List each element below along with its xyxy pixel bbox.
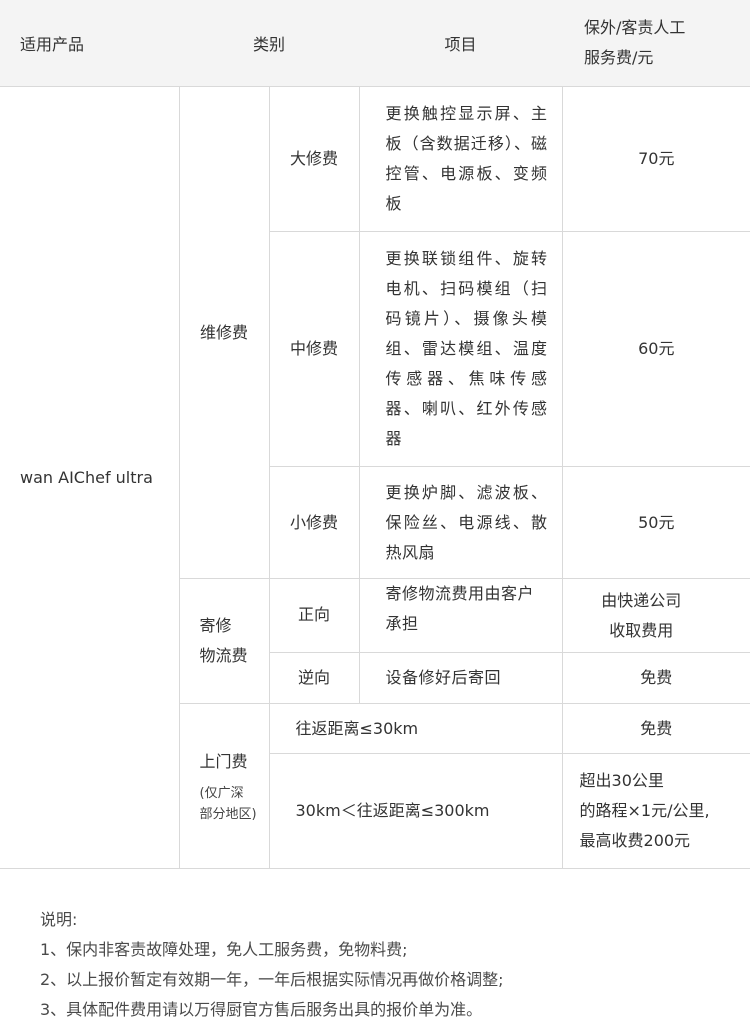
repair-level: 中修费: [268, 231, 360, 467]
header-category: 类别: [179, 0, 360, 87]
notes-line: 1、保内非客责故障处理，免人工服务费，免物料费;: [40, 940, 408, 959]
repair-item: 更换触控显示屏、主板（含数据迁移）、磁控管、电源板、变频板: [358, 86, 563, 232]
logistics-fee-line2: 收取费用: [609, 620, 674, 640]
repair-item: 更换联锁组件、旋转电机、扫码模组（扫码镜片）、摄像头模组、雷达模组、温度传感器、…: [358, 231, 563, 467]
header-product: 适用产品: [0, 0, 179, 87]
logistics-category: 寄修 物流费: [178, 578, 270, 704]
onsite-range: 往返距离≤30km: [268, 703, 563, 754]
logistics-direction: 正向: [268, 578, 360, 653]
repair-item: 更换炉脚、滤波板、保险丝、电源线、散热风扇: [358, 466, 563, 579]
notes-title: 说明:: [40, 910, 78, 929]
repair-fee: 50元: [561, 466, 750, 579]
repair-category: 维修费: [178, 86, 270, 579]
header-fee: 保外/客责人工 服务费/元: [562, 0, 750, 87]
table-row: 上门费 (仅广深 部分地区) 往返距离≤30km 免费: [0, 703, 750, 869]
table-header-row: 适用产品 类别 项目 保外/客责人工 服务费/元: [0, 0, 750, 87]
onsite-label: 上门费: [199, 752, 248, 771]
table-row: 30km＜往返距离≤300km 超出30公里 的路程×1元/公里, 最高收费20…: [0, 753, 750, 869]
repair-level: 小修费: [268, 466, 360, 579]
logistics-fee: 免费: [561, 652, 750, 704]
repair-fee: 70元: [561, 86, 750, 232]
product-name: wan AIChef ultra: [0, 86, 180, 869]
onsite-note: (仅广深 部分地区): [200, 783, 269, 825]
notes-line: 3、具体配件费用请以万得厨官方售后服务出具的报价单为准。: [40, 1000, 483, 1019]
onsite-fee-line1: 超出30公里: [579, 771, 664, 790]
notes-line: 2、以上报价暂定有效期一年，一年后根据实际情况再做价格调整;: [40, 970, 504, 989]
notes-section: 说明: 1、保内非客责故障处理，免人工服务费，免物料费; 2、以上报价暂定有效期…: [0, 869, 750, 1025]
onsite-note-line2: 部分地区): [199, 807, 257, 822]
onsite-range: 30km＜往返距离≤300km: [268, 753, 563, 869]
onsite-fee-line3: 最高收费200元: [579, 831, 691, 850]
logistics-label-line2: 物流费: [199, 646, 248, 665]
onsite-category: 上门费 (仅广深 部分地区): [178, 703, 270, 869]
logistics-label-line1: 寄修: [199, 616, 232, 635]
logistics-direction: 逆向: [268, 652, 360, 704]
onsite-note-line1: (仅广深: [199, 786, 244, 801]
logistics-item: 寄修物流费用由客户承担: [358, 578, 563, 653]
onsite-fee: 免费: [561, 703, 750, 754]
logistics-item: 设备修好后寄回: [358, 652, 563, 704]
table-row: 中修费 更换联锁组件、旋转电机、扫码模组（扫码镜片）、摄像头模组、雷达模组、温度…: [0, 231, 750, 467]
logistics-fee-line1: 由快递公司: [601, 590, 682, 610]
logistics-fee: 由快递公司 收取费用: [561, 578, 750, 653]
table-row: 寄修 物流费 正向 寄修物流费用由客户承担 由快递公司 收取费用: [0, 578, 750, 704]
repair-level: 大修费: [268, 86, 360, 232]
header-fee-line2: 服务费/元: [584, 48, 654, 67]
table-row: wan AIChef ultra 维修费 大修费 更换触控显示屏、主板（含数据迁…: [0, 86, 750, 869]
repair-fee: 60元: [561, 231, 750, 467]
header-item: 项目: [359, 0, 563, 87]
table-row: 小修费 更换炉脚、滤波板、保险丝、电源线、散热风扇 50元: [0, 466, 750, 579]
onsite-fee-line2: 的路程×1元/公里,: [579, 801, 710, 820]
onsite-fee: 超出30公里 的路程×1元/公里, 最高收费200元: [561, 753, 750, 869]
header-fee-line1: 保外/客责人工: [584, 18, 686, 37]
service-fee-table: 适用产品 类别 项目 保外/客责人工 服务费/元 wan AIChef ultr…: [0, 0, 750, 869]
